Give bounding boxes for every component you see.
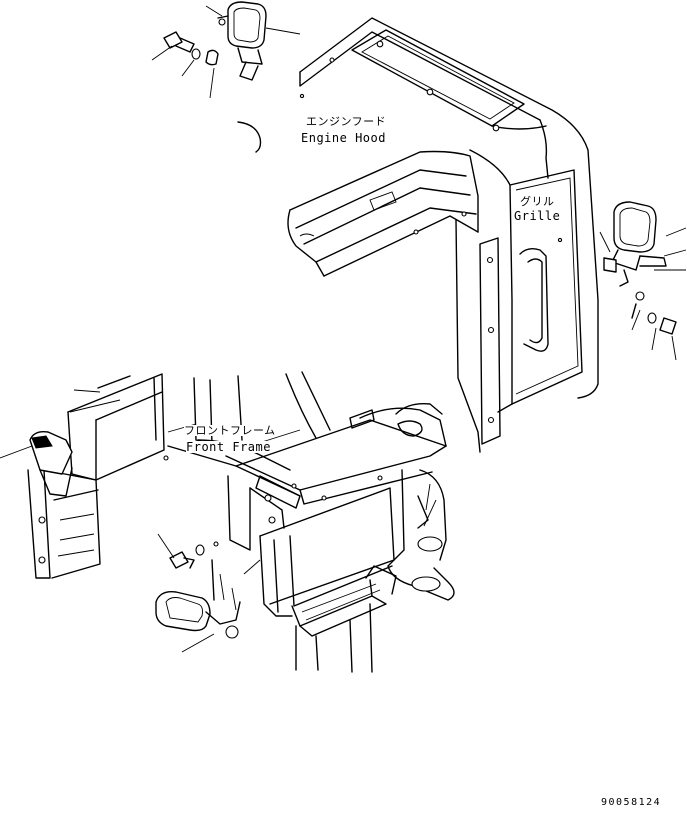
engine-hood (237, 17, 599, 453)
drawing-code: 90058124 (601, 797, 662, 808)
work-lamp-bottom (155, 544, 241, 639)
work-lamp-right (603, 201, 677, 335)
grille-label-en: Grille (514, 209, 561, 223)
engine-hood-label-jp: エンジンフード (306, 115, 387, 128)
front-frame-label-jp: フロントフレーム (184, 424, 276, 437)
engine-hood-label-en: Engine Hood (301, 131, 386, 145)
right-step (213, 487, 397, 673)
grille-label-jp: グリル (520, 195, 555, 208)
front-frame (163, 371, 455, 601)
front-frame-label-en: Front Frame (186, 440, 271, 454)
left-step (27, 373, 165, 579)
leader-lines (0, 5, 687, 653)
work-lamp-top (163, 1, 267, 81)
